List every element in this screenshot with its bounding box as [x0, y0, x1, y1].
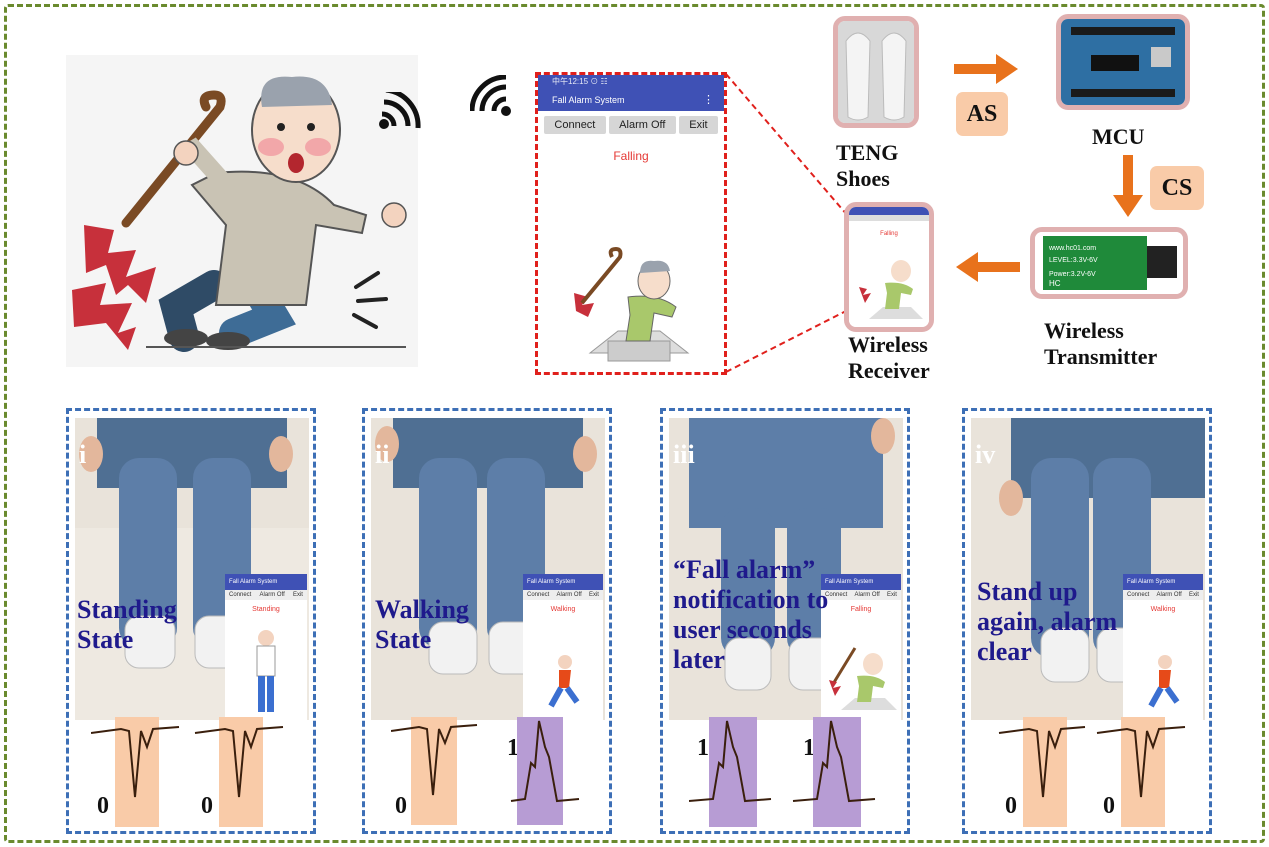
right-signal-value: 0 — [1103, 793, 1115, 819]
wireless-transmitter-text: Wireless Transmitter — [1044, 318, 1158, 369]
falling-person-icon — [574, 246, 690, 362]
outer-frame — [4, 4, 1265, 843]
connect-button[interactable]: Connect — [825, 592, 848, 598]
exit-button[interactable]: Exit — [1188, 592, 1199, 598]
connect-button[interactable]: Connect — [544, 116, 606, 134]
zoom-connector-lines — [725, 73, 849, 373]
mini-app-title: Fall Alarm System — [1123, 574, 1203, 590]
wifi-signal-icon — [378, 87, 422, 141]
walking-person-icon — [548, 655, 580, 708]
cs-signal-tag: CS — [1150, 166, 1204, 210]
signal-waveforms — [91, 717, 284, 827]
mini-app-title: Fall Alarm System — [523, 574, 603, 590]
phone-screen-zoom: 中午12:15 ⊙ ☷ Fall Alarm System ⋮ Connect … — [535, 72, 727, 375]
wireless-receiver-phone: Falling — [844, 202, 934, 332]
mini-app-title: Fall Alarm System — [225, 574, 307, 590]
state-description: “Fall alarm” notification to user second… — [673, 555, 829, 674]
panel-standing: i Fall Alarm System Connect Alarm Off Ex… — [66, 408, 316, 834]
teng-shoes-text: TENG Shoes — [836, 140, 899, 191]
as-signal-tag: AS — [956, 92, 1008, 136]
signal-waveforms — [689, 717, 876, 827]
signal-waveforms — [998, 717, 1186, 827]
panel-alarm-clear: iv Fall Alarm System Connect Alarm Off E… — [962, 408, 1212, 834]
panel-falling: iii Fall Alarm System Connect Alarm Off … — [660, 408, 910, 834]
sitting-photo: iii Fall Alarm System Connect Alarm Off … — [669, 418, 903, 720]
state-description: Standing State — [77, 595, 177, 654]
connect-button[interactable]: Connect — [1127, 592, 1150, 598]
walking-photo: ii Fall Alarm System Connect Alarm Off E… — [371, 418, 605, 720]
left-signal-value: 0 — [97, 793, 109, 819]
panel-numeral: iii — [673, 440, 695, 469]
wireless-receiver-label: Wireless Receiver — [848, 332, 930, 384]
left-signal-value: 0 — [1005, 793, 1017, 819]
right-signal-value: 0 — [201, 793, 213, 819]
panel-numeral: ii — [375, 440, 390, 469]
wifi-signal-icon — [469, 74, 516, 126]
right-signal-value: 1 — [803, 735, 815, 761]
arrow-right-icon — [954, 54, 1018, 84]
exit-button[interactable]: Exit — [588, 592, 599, 598]
receiver-status-text: Falling — [880, 231, 898, 237]
overflow-menu-icon[interactable]: ⋮ — [703, 94, 714, 106]
falling-person-icon — [859, 260, 923, 319]
svg-text:www.hc01.com: www.hc01.com — [1048, 245, 1096, 252]
standing-photo: i Fall Alarm System Connect Alarm Off Ex… — [75, 418, 309, 720]
exit-button[interactable]: Exit — [678, 116, 718, 134]
phone-status-bar: 中午12:15 ⊙ ☷ — [538, 75, 724, 89]
alarm-off-button[interactable]: Alarm Off — [556, 592, 582, 598]
fall-status-text: Falling — [613, 149, 649, 163]
app-title: Fall Alarm System — [552, 95, 625, 105]
panel-numeral: i — [79, 440, 87, 469]
mcu-image — [1056, 14, 1190, 110]
mini-button-row: Connect Alarm Off Exit — [225, 590, 307, 600]
mini-button-row: Connect Alarm Off Exit — [523, 590, 603, 600]
alarm-off-button[interactable]: Alarm Off — [259, 592, 285, 598]
panel-numeral: iv — [975, 440, 996, 469]
state-description: Stand up again, alarm clear — [977, 577, 1118, 666]
wireless-receiver-text: Wireless Receiver — [848, 332, 930, 383]
connect-button[interactable]: Connect — [527, 592, 550, 598]
teng-shoes-image — [833, 16, 919, 128]
svg-text:Power:3.2V-6V: Power:3.2V-6V — [1049, 271, 1096, 278]
left-signal-value: 1 — [697, 735, 709, 761]
arrow-left-icon — [956, 252, 1020, 282]
mini-phone-screen: Fall Alarm System Connect Alarm Off Exit… — [821, 574, 901, 720]
mini-phone-screen: Fall Alarm System Connect Alarm Off Exit… — [1123, 574, 1203, 720]
teng-shoes-label: TENG Shoes — [836, 140, 898, 192]
right-signal-value: 1 — [507, 735, 519, 761]
alarm-off-button[interactable]: Alarm Off — [608, 116, 676, 134]
panel-walking: ii Fall Alarm System Connect Alarm Off E… — [362, 408, 612, 834]
mini-phone-screen: Fall Alarm System Connect Alarm Off Exit… — [523, 574, 603, 720]
walking-person-icon — [1148, 655, 1180, 708]
svg-text:HC: HC — [1049, 279, 1061, 288]
signal-waveforms — [391, 717, 580, 825]
exit-button[interactable]: Exit — [886, 592, 897, 598]
state-description: Walking State — [375, 595, 469, 654]
alarm-off-button[interactable]: Alarm Off — [1156, 592, 1182, 598]
connect-button[interactable]: Connect — [229, 592, 252, 598]
arrow-down-icon — [1113, 155, 1143, 217]
mini-button-row: Connect Alarm Off Exit — [1123, 590, 1203, 600]
left-signal-value: 0 — [395, 793, 407, 819]
mini-button-row: Connect Alarm Off Exit — [821, 590, 901, 600]
exit-button[interactable]: Exit — [292, 592, 303, 598]
wireless-transmitter-image: www.hc01.com LEVEL:3.3V-6V Power:3.2V-6V… — [1030, 227, 1188, 299]
standing-person-icon — [256, 630, 276, 712]
falling-elderly-illustration — [66, 55, 418, 367]
svg-text:LEVEL:3.3V-6V: LEVEL:3.3V-6V — [1049, 257, 1098, 264]
standing-again-photo: iv Fall Alarm System Connect Alarm Off E… — [971, 418, 1205, 720]
wireless-transmitter-label: Wireless Transmitter — [1044, 318, 1157, 370]
falling-person-icon — [829, 647, 897, 710]
mcu-label: MCU — [1092, 124, 1145, 149]
phone-button-row: Connect Alarm Off Exit — [538, 111, 724, 134]
app-title-bar: Fall Alarm System ⋮ — [538, 89, 724, 111]
mini-status-text: Standing — [252, 606, 280, 613]
mini-status-text: Falling — [850, 606, 872, 613]
mini-app-title: Fall Alarm System — [821, 574, 901, 590]
mini-status-text: Walking — [550, 606, 576, 613]
mini-status-text: Walking — [1150, 606, 1176, 613]
mini-phone-screen: Fall Alarm System Connect Alarm Off Exit… — [225, 574, 307, 720]
alarm-off-button[interactable]: Alarm Off — [854, 592, 880, 598]
